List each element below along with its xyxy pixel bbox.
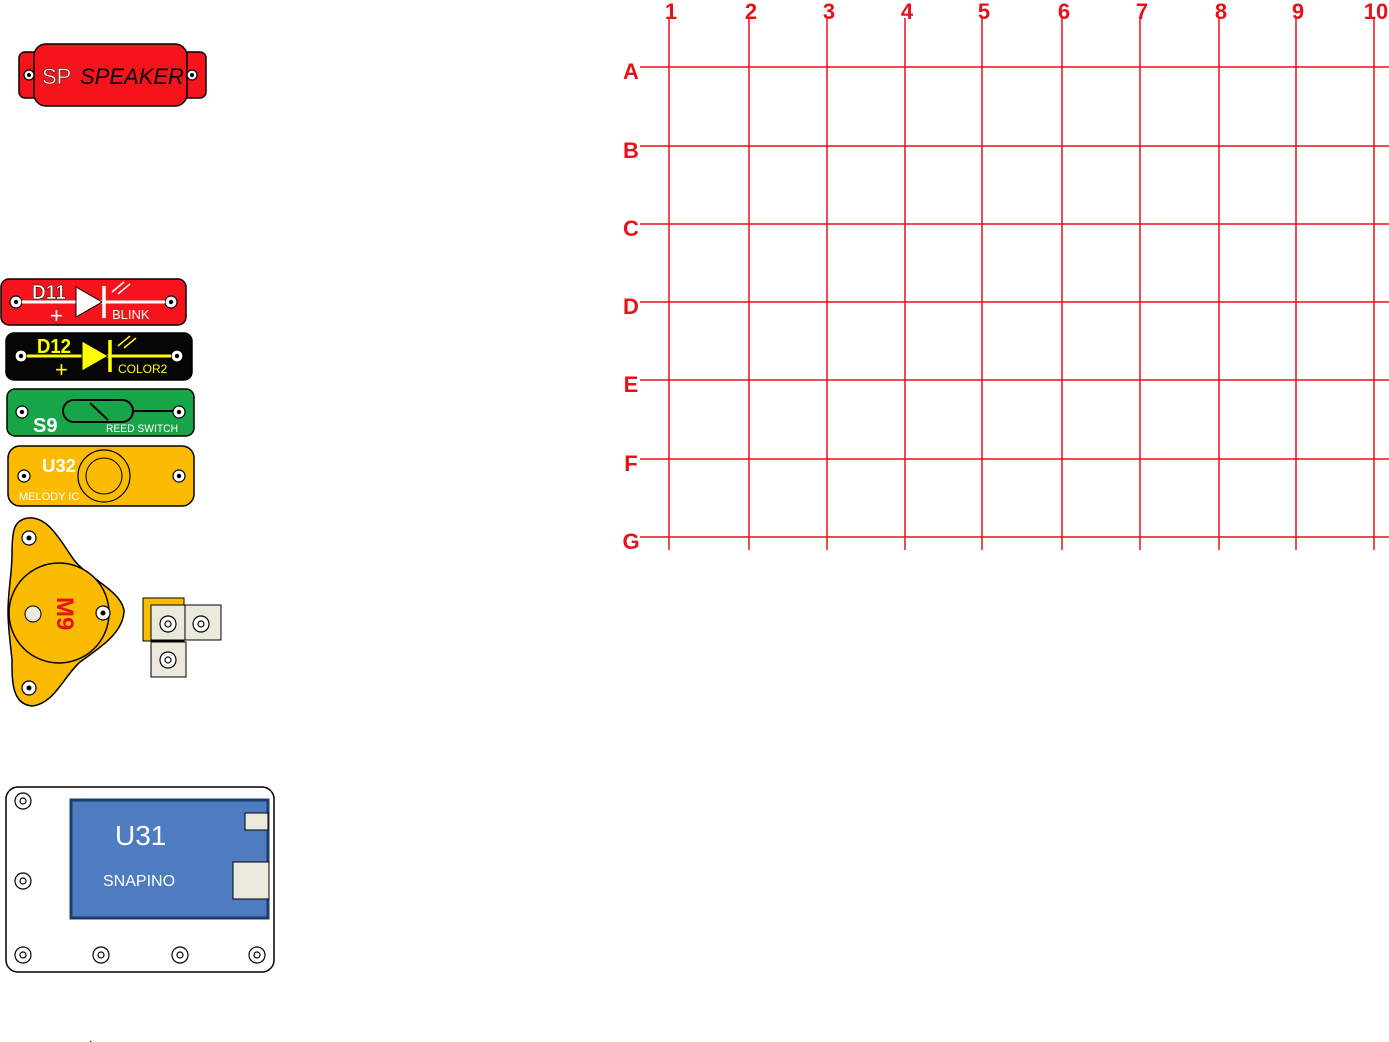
d11-name: BLINK [112, 307, 150, 322]
snap-connector-icon [192, 615, 210, 633]
snap-connector-icon [14, 872, 32, 890]
u32-code: U32 [42, 456, 76, 476]
grid-column-label: 9 [1292, 0, 1304, 24]
grid-column-label: 6 [1058, 0, 1070, 24]
motor-m9-part[interactable]: M9 [7, 517, 125, 707]
speaker-code: SP [42, 64, 71, 89]
placement-grid: 1 2 3 4 5 6 7 8 9 10A B C D E F G [622, 0, 1389, 554]
grid-column-label: 2 [745, 0, 757, 24]
footnote-mark: . [89, 1031, 92, 1042]
snap-connector-icon [21, 530, 37, 546]
d11-code: D11 [32, 282, 66, 304]
ic-chip-icon [77, 449, 131, 503]
grid-row-label: G [622, 529, 639, 554]
speaker-part[interactable]: SP SPEAKER [18, 43, 207, 107]
d12-polarity: + [55, 357, 68, 382]
d11-polarity: + [50, 303, 63, 328]
grid-row-label: B [623, 138, 639, 163]
grid-row-label: F [624, 451, 637, 476]
grid-column-label: 10 [1364, 0, 1388, 24]
grid-row-label: A [623, 59, 639, 84]
snap-connector-icon [159, 615, 177, 633]
snap-connector-icon [164, 295, 178, 309]
snap-connector-icon [14, 792, 32, 810]
snap-connector-icon [92, 946, 110, 964]
snap-connector-icon [172, 405, 186, 419]
snap-connector-icon [23, 69, 35, 81]
d12-code: D12 [37, 336, 71, 358]
diode-symbol-icon [75, 281, 131, 318]
snap-connector-icon [14, 946, 32, 964]
snap-connector-icon [172, 469, 186, 483]
grid-row-label: D [623, 294, 639, 319]
snap-connector-icon [159, 651, 177, 669]
snapino-u31-part[interactable]: U31 SNAPINO [5, 786, 275, 973]
s9-name: REED SWITCH [106, 423, 178, 435]
snap-connector-icon [21, 680, 37, 696]
snap-connector-icon [15, 405, 29, 419]
grid-column-label: 8 [1215, 0, 1227, 24]
snap-connector-icon [17, 469, 31, 483]
snap-connector-icon [248, 946, 266, 964]
grid-row-label: E [624, 372, 639, 397]
grid-column-label: 3 [823, 0, 835, 24]
grid-row-label: C [623, 216, 639, 241]
reed-switch-symbol-icon [62, 399, 173, 423]
grid-column-label: 7 [1136, 0, 1148, 24]
snap-wire-pieces[interactable] [142, 597, 222, 678]
d12-name: COLOR2 [118, 362, 168, 376]
snap-connector-icon [9, 295, 23, 309]
snap-connector-icon [95, 605, 111, 621]
diode-symbol-icon [81, 335, 137, 372]
u31-code: U31 [115, 820, 166, 851]
u31-name: SNAPINO [103, 873, 175, 890]
grid-column-label: 4 [901, 0, 914, 24]
m9-code: M9 [51, 597, 78, 630]
snap-connector-icon [170, 349, 184, 363]
u32-name: MELODY IC [19, 491, 79, 503]
snap-connector-icon [171, 946, 189, 964]
led-d11-part[interactable]: D11 + BLINK [0, 278, 187, 328]
speaker-name: SPEAKER [80, 64, 184, 89]
snap-connector-icon [14, 349, 28, 363]
grid-column-label: 5 [978, 0, 990, 24]
s9-code: S9 [33, 415, 57, 437]
led-d12-part[interactable]: D12 + COLOR2 [5, 332, 193, 382]
melody-ic-u32-part[interactable]: U32 MELODY IC [7, 445, 195, 507]
snap-connector-icon [186, 69, 198, 81]
reed-switch-s9-part[interactable]: S9 REED SWITCH [6, 388, 195, 437]
grid-column-label: 1 [665, 0, 677, 24]
